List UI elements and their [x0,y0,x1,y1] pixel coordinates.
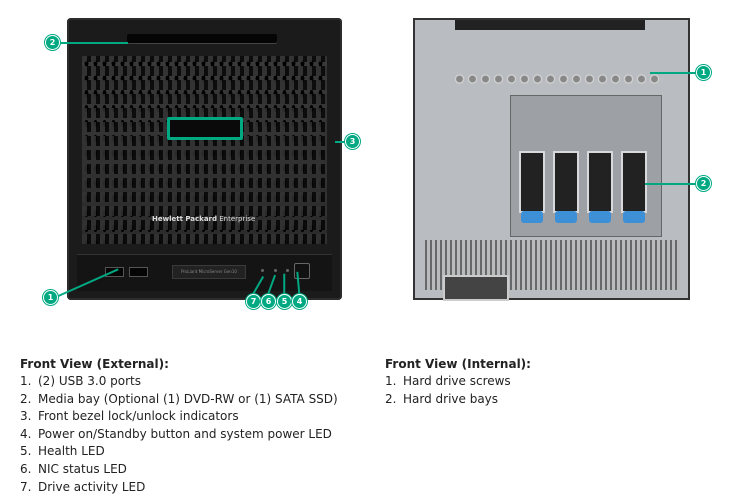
list-item: 2.Hard drive bays [385,391,499,406]
media-bay [127,34,277,43]
callout-1: 1 [43,290,58,305]
callout-line [645,183,698,185]
top-bracket [455,20,645,30]
list-item: 3.Front bezel lock/unlock indicators [20,409,239,424]
list-item: 5.Health LED [20,444,105,459]
callout-2: 2 [45,35,60,50]
callout-2: 2 [696,176,711,191]
model-plate: ProLiant MicroServer Gen10 [172,265,246,279]
callout-1: 1 [696,65,711,80]
callout-4: 4 [292,294,307,309]
hard-drive-screws [453,72,663,86]
nic-status-led [274,269,277,272]
external-list: Front View (External): 1.(2) USB 3.0 por… [20,356,338,496]
callout-3: 3 [345,134,360,149]
list-item: 4.Power on/Standby button and system pow… [20,426,332,441]
callout-line [58,42,128,44]
hard-drive-bay [621,151,647,213]
list-item: 7.Drive activity LED [20,479,146,494]
health-led [286,269,289,272]
drive-clip [521,211,543,223]
brand-text: Hewlett Packard Enterprise [152,215,256,223]
hard-drive-bay [519,151,545,213]
external-list-title: Front View (External): [20,357,169,371]
drive-clip [623,211,645,223]
hard-drive-bay [587,151,613,213]
drive-activity-led [261,269,264,272]
list-item: 2.Media bay (Optional (1) DVD-RW or (1) … [20,391,338,406]
internal-list: Front View (Internal): 1.Hard drive scre… [385,356,531,408]
callout-7: 7 [246,294,261,309]
list-item: 6.NIC status LED [20,461,127,476]
drive-cage [510,95,662,237]
drive-clip [589,211,611,223]
callout-line [335,141,347,143]
callout-5: 5 [277,294,292,309]
front-control-panel: ProLiant MicroServer Gen10 [77,254,332,291]
list-item: 1.Hard drive screws [385,374,511,388]
list-item: 1.(2) USB 3.0 ports [20,374,142,388]
hard-drive-bay [553,151,579,213]
drive-clip [555,211,577,223]
callout-6: 6 [261,294,276,309]
hpe-logo [167,117,243,140]
front-grille [82,56,327,244]
internal-list-title: Front View (Internal): [385,357,531,371]
server-front-external-image: Hewlett Packard Enterprise ProLiant Micr… [67,18,342,300]
server-front-internal-image [413,18,690,301]
usb-port [105,267,124,277]
callout-line [650,72,698,74]
callout-line [283,273,285,294]
internal-port [443,275,509,301]
usb-port [129,267,148,277]
